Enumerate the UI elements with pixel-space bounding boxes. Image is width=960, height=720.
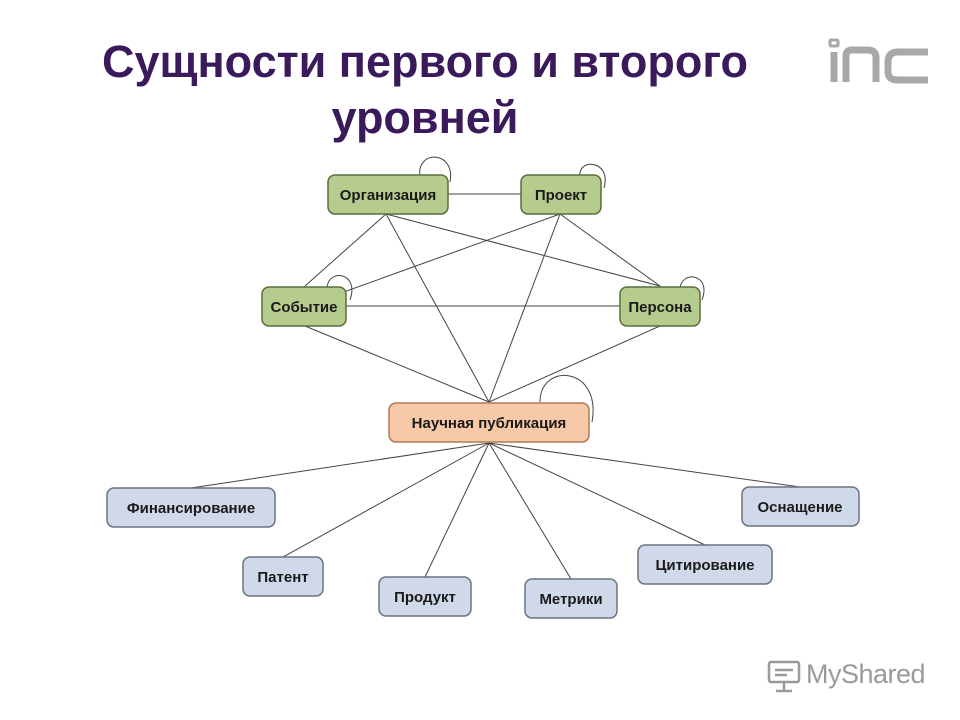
- edge-person-publication: [488, 325, 661, 403]
- node-patent-label: Патент: [257, 569, 308, 586]
- node-equipment-label: Оснащение: [757, 499, 842, 516]
- self-loop-project: [579, 163, 606, 189]
- edge-publication-metrics: [488, 442, 572, 580]
- edge-org-person: [385, 213, 661, 287]
- edge-publication-citation: [488, 442, 706, 546]
- node-patent: Патент: [242, 556, 324, 597]
- node-event: Событие: [261, 286, 347, 327]
- self-loop-event: [326, 275, 353, 301]
- edge-project-publication: [488, 213, 561, 403]
- node-scientific-publication: Научная публикация: [388, 402, 590, 443]
- slide-title: Сущности первого и второго уровней: [60, 34, 790, 146]
- node-product: Продукт: [378, 576, 472, 617]
- node-project: Проект: [520, 174, 602, 215]
- node-project-label: Проект: [535, 187, 587, 204]
- node-metrics: Метрики: [524, 578, 618, 619]
- node-event-label: Событие: [271, 299, 338, 316]
- diagram-edges: [190, 156, 801, 580]
- node-product-label: Продукт: [394, 589, 456, 606]
- edge-event-publication: [304, 325, 490, 403]
- node-funding-label: Финансирование: [127, 500, 255, 517]
- node-equipment: Оснащение: [741, 486, 860, 527]
- self-loop-org: [419, 156, 452, 183]
- edge-publication-patent: [282, 442, 490, 558]
- node-person: Персона: [619, 286, 701, 327]
- edge-project-person: [559, 213, 661, 287]
- edge-publication-product: [424, 442, 490, 578]
- watermark-text: MyShared: [806, 659, 926, 689]
- self-loop-person: [679, 276, 705, 301]
- slide-title-line-2: уровней: [331, 92, 519, 143]
- edge-publication-equipment: [488, 442, 801, 488]
- node-person-label: Персона: [628, 299, 692, 316]
- node-metrics-label: Метрики: [539, 591, 602, 608]
- node-organization: Организация: [327, 174, 449, 215]
- self-loop-publication: [539, 375, 594, 423]
- presentation-board-icon: [767, 660, 801, 693]
- node-organization-label: Организация: [340, 187, 437, 204]
- node-citation: Цитирование: [637, 544, 773, 585]
- edge-org-event: [304, 213, 387, 287]
- node-funding: Финансирование: [106, 487, 276, 528]
- edge-project-event: [304, 213, 561, 307]
- slide-title-line-1: Сущности первого и второго: [102, 36, 748, 87]
- inc-logo-icon: inc: [828, 38, 932, 91]
- watermark: MyShared: [766, 656, 936, 696]
- node-citation-label: Цитирование: [655, 557, 754, 574]
- node-scientific-publication-label: Научная публикация: [412, 415, 567, 432]
- edge-org-publication: [385, 213, 490, 403]
- edge-publication-funding: [190, 442, 490, 489]
